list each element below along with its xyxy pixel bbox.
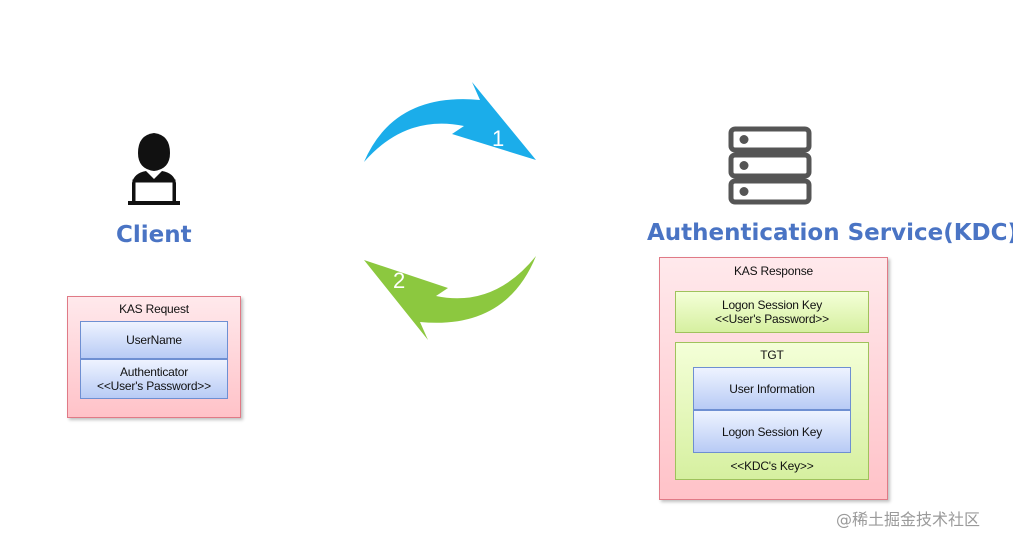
kdc-title: Authentication Service(KDC): [647, 220, 1013, 246]
user-information-label: User Information: [729, 381, 815, 396]
username-label: UserName: [126, 333, 182, 347]
kas-request-box: KAS Request UserName Authenticator <<Use…: [67, 296, 241, 418]
kas-response-header: KAS Response: [734, 264, 813, 278]
logon-session-key-password-label: <<User's Password>>: [715, 312, 829, 326]
client-title: Client: [116, 222, 192, 248]
arrow-step-2-icon: [360, 250, 540, 345]
authenticator-label: Authenticator: [119, 365, 189, 379]
logon-session-key-box: Logon Session Key <<User's Password>>: [675, 291, 869, 333]
kdc-key-label: <<KDC's Key>>: [730, 459, 814, 473]
tgt-header: TGT: [760, 348, 784, 362]
authenticator-password-label: <<User's Password>>: [97, 379, 211, 393]
arrow-step-1-icon: [360, 74, 540, 169]
tgt-logon-session-key-label: Logon Session Key: [721, 424, 822, 439]
authenticator-field: Authenticator <<User's Password>>: [80, 359, 228, 399]
user-information-field: User Information: [693, 367, 851, 410]
step-1-label: 1: [492, 126, 505, 151]
tgt-logon-session-key-field: Logon Session Key: [693, 410, 851, 453]
logon-session-key-label: Logon Session Key: [721, 298, 822, 312]
username-field: UserName: [80, 321, 228, 359]
watermark: @稀土掘金技术社区: [836, 510, 981, 529]
kas-response-box: KAS Response Logon Session Key <<User's …: [659, 257, 888, 500]
tgt-box: TGT User Information Logon Session Key <…: [675, 342, 869, 480]
step-2-label: 2: [393, 268, 406, 293]
client-user-icon: [124, 123, 184, 207]
kas-request-header: KAS Request: [119, 302, 189, 316]
server-icon: [727, 126, 813, 206]
